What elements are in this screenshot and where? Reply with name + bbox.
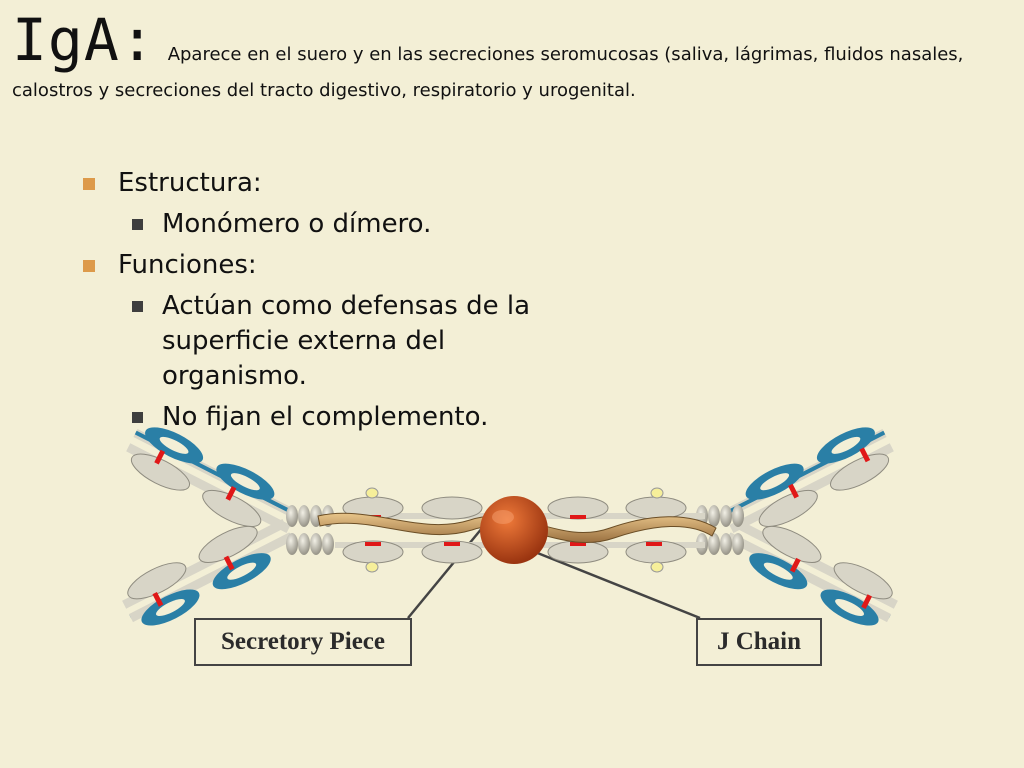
slide-title-description: Aparece en el suero y en las secreciones… bbox=[12, 44, 964, 101]
hinge-beads-left bbox=[286, 505, 334, 555]
bullet-estructura: Estructura: bbox=[80, 166, 540, 201]
bullet-estructura-sub: Monómero o dímero. bbox=[80, 207, 540, 242]
bullet-funciones-sub1: Actúan como defensas de la superficie ex… bbox=[80, 289, 540, 394]
j-chain-sphere bbox=[480, 496, 548, 564]
secretory-piece-pointer bbox=[407, 515, 493, 619]
bullet-funciones-sub2: No fijan el complemento. bbox=[80, 400, 540, 435]
j-chain-label: J Chain bbox=[696, 618, 822, 666]
secretory-piece-label: Secretory Piece bbox=[194, 618, 412, 666]
bullet-list: Estructura: Monómero o dímero. Funciones… bbox=[80, 166, 540, 441]
slide-title: IgA:Aparece en el suero y en las secreci… bbox=[12, 11, 1012, 109]
fab-arm-upper-left bbox=[126, 427, 298, 533]
j-chain-pointer bbox=[519, 544, 701, 620]
fab-arm-lower-left bbox=[122, 518, 294, 626]
slide-title-main: IgA: bbox=[12, 6, 156, 74]
fab-arm-upper-right bbox=[722, 427, 894, 533]
bullet-funciones: Funciones: bbox=[80, 248, 540, 283]
j-chain-highlight bbox=[492, 510, 514, 524]
fab-arm-lower-right bbox=[726, 518, 898, 626]
carbohydrate-knobs bbox=[365, 487, 664, 573]
